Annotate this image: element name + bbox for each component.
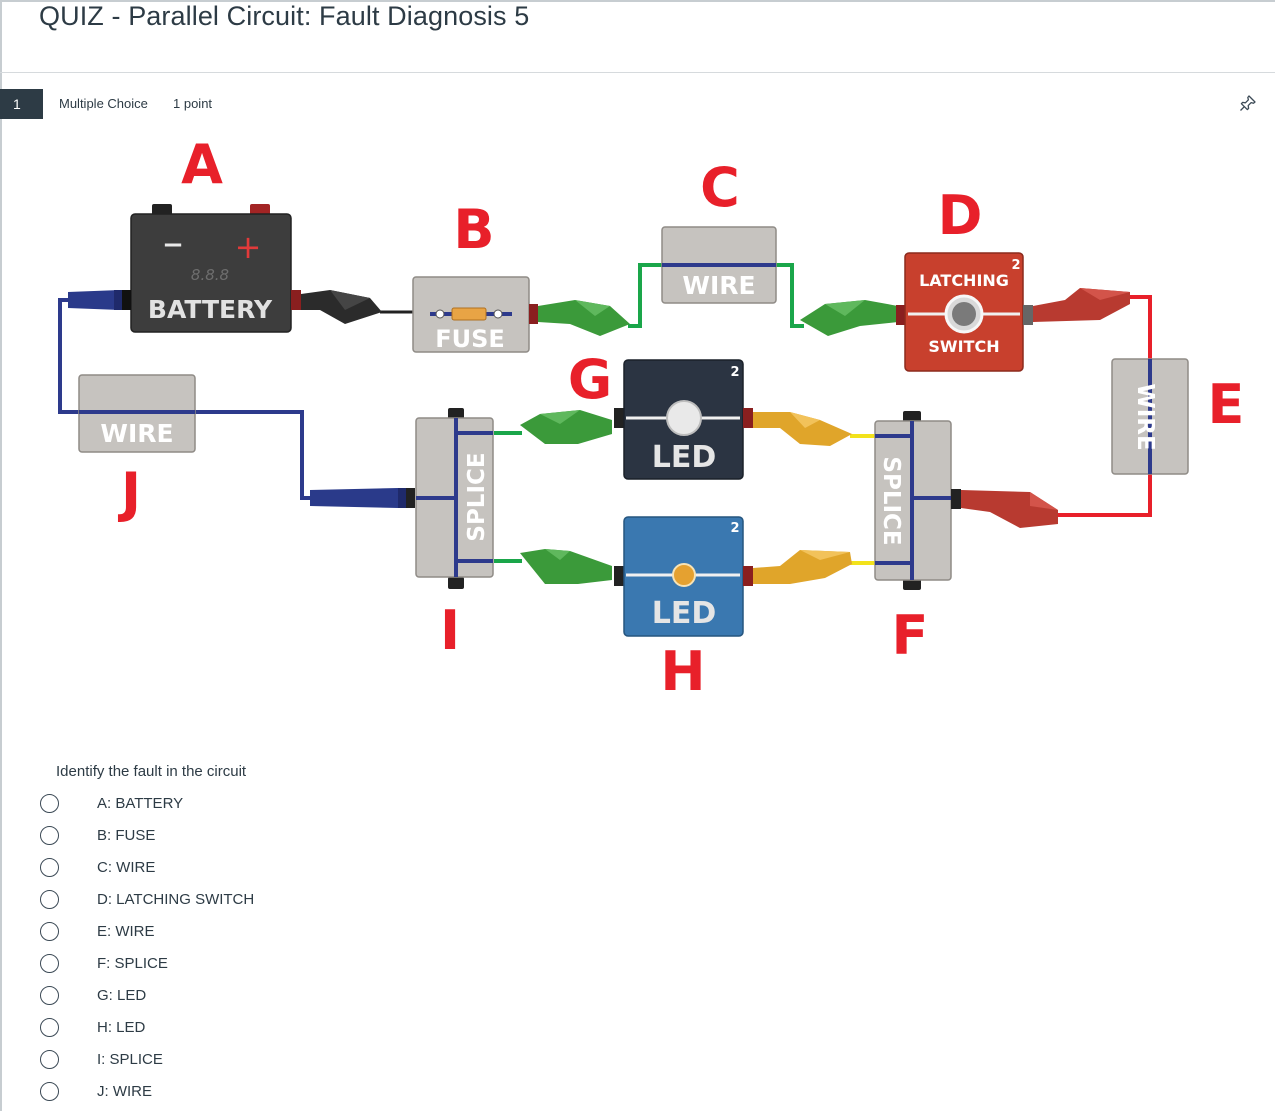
option-latching-switch[interactable]: D: LATCHING SWITCH — [40, 890, 440, 912]
wire-j-component: WIRE — [78, 374, 196, 453]
splice-f-label: SPLICE — [878, 456, 904, 545]
plug-blue-splice — [310, 488, 415, 508]
radio-button[interactable] — [40, 954, 59, 973]
circuit-diagram: − + 8.8.8 BATTERY FUSE WIRE — [58, 133, 1245, 703]
led-h-badge: 2 — [730, 521, 739, 536]
letter-e: E — [1208, 373, 1245, 436]
wire-e-component: WIRE — [1111, 358, 1189, 475]
letter-j: J — [117, 461, 141, 524]
window-frame-left — [0, 0, 2, 1111]
wire-green-fuse-to-c — [628, 263, 662, 328]
radio-button[interactable] — [40, 890, 59, 909]
clip-yellow-led-h — [753, 550, 852, 584]
switch-label-bottom: SWITCH — [928, 337, 999, 356]
option-label: H: LED — [97, 1019, 146, 1036]
letter-g: G — [568, 348, 612, 411]
letter-c: C — [700, 156, 740, 219]
question-points: 1 point — [173, 96, 213, 111]
battery-plus: + — [235, 228, 262, 266]
question-number-badge: 1 — [0, 89, 43, 119]
question-prompt: Identify the fault in the circuit — [56, 763, 247, 780]
option-label: J: WIRE — [97, 1083, 152, 1100]
led-h-label: LED — [652, 596, 717, 631]
wire-j-label: WIRE — [100, 419, 173, 448]
clip-green-led-g — [520, 410, 612, 444]
option-label: F: SPLICE — [97, 955, 168, 972]
option-wire-c[interactable]: C: WIRE — [40, 858, 440, 880]
battery-minus: − — [162, 230, 184, 260]
window-frame-top — [0, 0, 1275, 2]
fuse-component: FUSE — [412, 276, 538, 353]
battery-label: BATTERY — [148, 295, 273, 324]
option-fuse[interactable]: B: FUSE — [40, 826, 440, 848]
clip-red-splice-f — [961, 490, 1058, 528]
wire-e-label: WIRE — [1132, 383, 1158, 450]
radio-button[interactable] — [40, 1082, 59, 1101]
clip-yellow-led-g — [753, 412, 852, 446]
clip-green-switch — [800, 300, 898, 336]
radio-button[interactable] — [40, 794, 59, 813]
fuse-label: FUSE — [435, 325, 505, 353]
option-label: G: LED — [97, 987, 147, 1004]
option-label: I: SPLICE — [97, 1051, 163, 1068]
question-type: Multiple Choice — [59, 96, 148, 111]
led-g-badge: 2 — [730, 365, 739, 380]
letter-a: A — [181, 133, 223, 196]
option-label: E: WIRE — [97, 923, 155, 940]
letter-b: B — [453, 198, 494, 261]
pin-icon[interactable] — [1239, 94, 1257, 112]
clip-black-battery — [301, 290, 382, 324]
radio-button[interactable] — [40, 986, 59, 1005]
option-led-h[interactable]: H: LED — [40, 1018, 440, 1040]
option-splice-f[interactable]: F: SPLICE — [40, 954, 440, 976]
letter-h: H — [660, 640, 705, 703]
quiz-title: QUIZ - Parallel Circuit: Fault Diagnosis… — [39, 1, 530, 31]
switch-badge: 2 — [1011, 258, 1020, 273]
led-h-component: 2 LED — [614, 516, 753, 637]
option-battery[interactable]: A: BATTERY — [40, 794, 440, 816]
battery-display: 8.8.8 — [191, 266, 229, 284]
letter-f: F — [892, 604, 929, 667]
option-wire-j[interactable]: J: WIRE — [40, 1082, 440, 1104]
option-label: A: BATTERY — [97, 795, 184, 812]
clip-green-led-h — [520, 549, 612, 584]
option-splice-i[interactable]: I: SPLICE — [40, 1050, 440, 1072]
header-divider — [0, 72, 1275, 73]
radio-button[interactable] — [40, 826, 59, 845]
plug-blue-battery — [68, 290, 122, 310]
splice-i-label: SPLICE — [464, 452, 490, 541]
latching-switch-component: 2 LATCHING SWITCH — [896, 252, 1033, 372]
wire-c-label: WIRE — [682, 271, 755, 300]
radio-button[interactable] — [40, 1018, 59, 1037]
led-g-component: 2 LED — [614, 359, 753, 480]
wire-green-c-to-switch — [776, 263, 804, 328]
radio-button[interactable] — [40, 858, 59, 877]
wire-c-component: WIRE — [661, 226, 777, 304]
option-label: D: LATCHING SWITCH — [97, 891, 255, 908]
option-wire-e[interactable]: E: WIRE — [40, 922, 440, 944]
splice-i-component: SPLICE — [415, 408, 494, 589]
radio-button[interactable] — [40, 1050, 59, 1069]
clip-green-fuse — [538, 300, 630, 336]
letter-d: D — [938, 184, 983, 247]
splice-f-component: SPLICE — [874, 411, 961, 590]
option-label: B: FUSE — [97, 827, 156, 844]
battery-component: − + 8.8.8 BATTERY — [121, 204, 301, 333]
clip-red-switch — [1033, 288, 1130, 322]
switch-label-top: LATCHING — [919, 271, 1009, 290]
letter-i: I — [440, 599, 460, 662]
led-g-label: LED — [652, 440, 717, 475]
radio-button[interactable] — [40, 922, 59, 941]
option-led-g[interactable]: G: LED — [40, 986, 440, 1008]
option-label: C: WIRE — [97, 859, 156, 876]
